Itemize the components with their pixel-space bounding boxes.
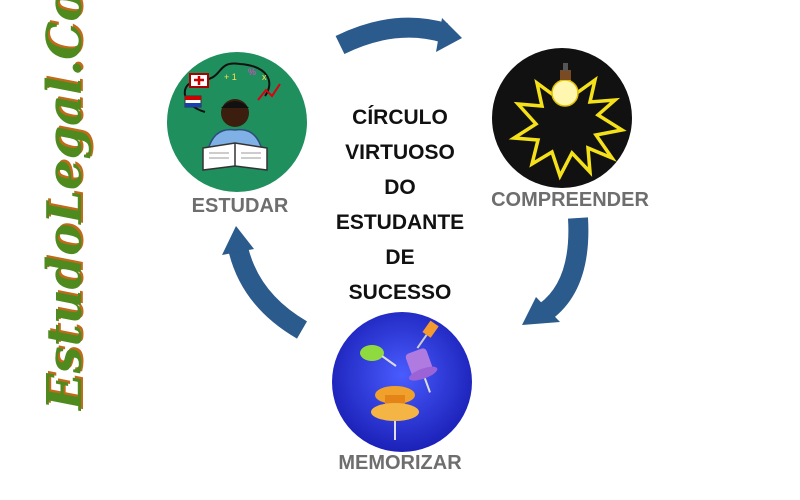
node-label-estudar: ESTUDAR xyxy=(191,195,289,217)
svg-text:%: % xyxy=(248,67,256,77)
cycle-title-line: DE xyxy=(385,246,415,269)
light-bulb-illustration xyxy=(492,48,632,188)
svg-text:+ 1: + 1 xyxy=(224,72,237,82)
cycle-title-line: VIRTUOSO xyxy=(345,141,455,164)
node-label-memorizar: MEMORIZAR xyxy=(338,452,462,474)
cycle-title-line: SUCESSO xyxy=(348,281,452,304)
arrow-memorizar-to-estudar xyxy=(222,226,308,339)
cycle-title: CÍRCULO VIRTUOSO DO ESTUDANTE DE SUCESSO xyxy=(325,100,475,310)
cycle-title-line: ESTUDANTE xyxy=(335,211,465,234)
student-reading-illustration: + 1 % x xyxy=(167,52,307,192)
svg-text:x: x xyxy=(262,72,267,82)
arrow-compreender-to-memorizar xyxy=(522,217,589,325)
cycle-title-line: CÍRCULO xyxy=(352,106,448,129)
push-pins-illustration xyxy=(332,312,472,452)
cycle-title-line: DO xyxy=(384,176,416,199)
arrow-estudar-to-compreender xyxy=(335,17,462,55)
site-watermark: EstudoLegal.Com xyxy=(37,0,93,410)
node-label-compreender: COMPREENDER xyxy=(491,189,649,211)
